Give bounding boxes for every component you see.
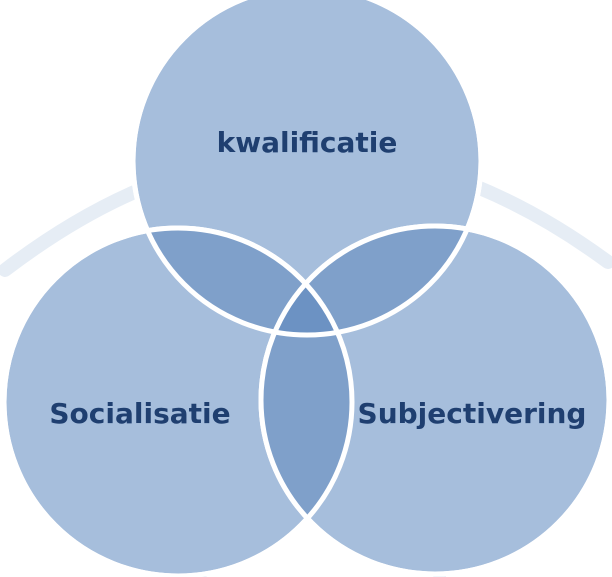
- label-subjectivering: Subjectivering: [358, 397, 587, 430]
- label-socialisatie: Socialisatie: [49, 397, 230, 430]
- overlap-top-left: [133, 228, 352, 335]
- label-kwalificatie: kwalificatie: [217, 126, 398, 159]
- overlap-top-right: [261, 226, 481, 335]
